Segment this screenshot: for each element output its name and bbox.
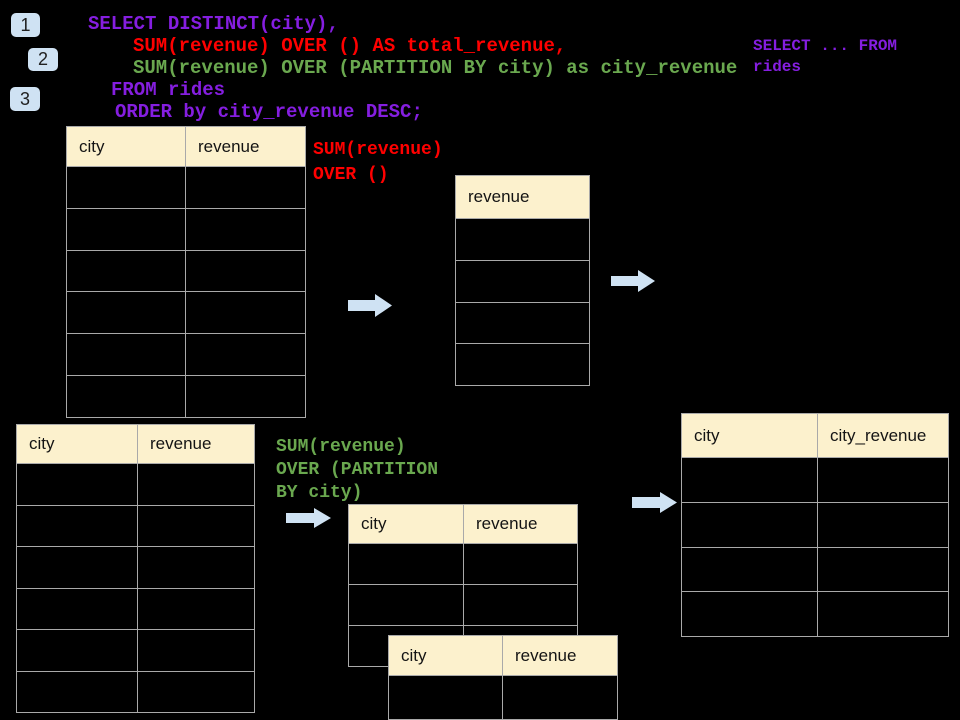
step-badge-3: 3 — [10, 87, 40, 111]
annotation-partition-line1: SUM(revenue) — [276, 437, 406, 457]
table-row — [681, 457, 949, 503]
step-badge-1-label: 1 — [20, 14, 31, 35]
side-note-select-from: SELECT ... FROM rides — [753, 36, 897, 78]
annotation-total-line1: SUM(revenue) — [313, 140, 443, 160]
annotation-total-line2: OVER () — [313, 165, 389, 185]
column-header-city: city — [348, 504, 464, 544]
annotation-partition: SUM(revenue) OVER (PARTITION BY city) — [276, 436, 438, 505]
column-header-revenue: revenue — [185, 126, 306, 167]
table-row — [16, 504, 255, 547]
step-badge-2-label: 2 — [37, 49, 48, 69]
table-row — [16, 629, 255, 672]
column-header-revenue: revenue — [455, 175, 590, 219]
column-header-revenue: revenue — [137, 424, 255, 464]
step-badge-1: 1 — [11, 13, 40, 37]
column-header-revenue: revenue — [463, 504, 578, 544]
sql-line-city-revenue: SUM(revenue) OVER (PARTITION BY city) as… — [133, 57, 738, 79]
right-arrow-icon — [632, 492, 677, 513]
step-badge-3-label: 3 — [19, 88, 30, 109]
table-partition-group-front: city revenue — [388, 635, 618, 720]
sql-line-total-revenue: SUM(revenue) OVER () AS total_revenue, — [133, 35, 567, 57]
side-note-line2: rides — [753, 58, 802, 76]
table-rides-source-top: city revenue — [66, 126, 306, 418]
table-row — [681, 591, 949, 637]
table-row — [66, 207, 306, 251]
table-row — [16, 463, 255, 506]
table-row — [388, 675, 618, 720]
table-row — [66, 166, 306, 209]
column-header-city-revenue: city_revenue — [817, 413, 949, 458]
table-row — [455, 259, 590, 303]
sql-line-from: FROM rides — [111, 79, 226, 101]
sql-line-select: SELECT DISTINCT(city), — [88, 13, 339, 35]
table-row — [16, 670, 255, 713]
table-row — [455, 301, 590, 345]
right-arrow-icon — [348, 294, 392, 317]
table-row — [66, 333, 306, 377]
table-total-revenue-result: revenue — [455, 175, 590, 386]
sql-line-order-by: ORDER by city_revenue DESC; — [115, 101, 423, 123]
table-row — [16, 587, 255, 630]
table-rides-source-bottom: city revenue — [16, 424, 255, 713]
table-row — [681, 546, 949, 593]
table-row — [681, 501, 949, 548]
table-city-revenue-result: city city_revenue — [681, 413, 949, 637]
column-header-city: city — [388, 635, 503, 676]
step-badge-2: 2 — [28, 48, 58, 71]
table-row — [16, 546, 255, 589]
table-row — [455, 343, 590, 386]
column-header-city: city — [66, 126, 186, 167]
annotation-partition-line3: BY city) — [276, 483, 363, 503]
annotation-partition-line2: OVER (PARTITION — [276, 460, 439, 480]
right-arrow-icon — [286, 508, 331, 528]
table-partition-group-back: city revenue — [348, 504, 578, 667]
table-row — [348, 584, 578, 626]
table-row — [348, 543, 578, 585]
right-arrow-icon — [611, 270, 655, 292]
annotation-total-revenue: SUM(revenue) OVER () — [313, 138, 443, 188]
column-header-city: city — [16, 424, 138, 464]
table-row — [66, 375, 306, 418]
side-note-line1: SELECT ... FROM — [753, 37, 898, 55]
column-header-revenue: revenue — [502, 635, 618, 676]
table-row — [455, 218, 590, 261]
table-row — [66, 249, 306, 293]
column-header-city: city — [681, 413, 818, 458]
table-row — [66, 291, 306, 335]
